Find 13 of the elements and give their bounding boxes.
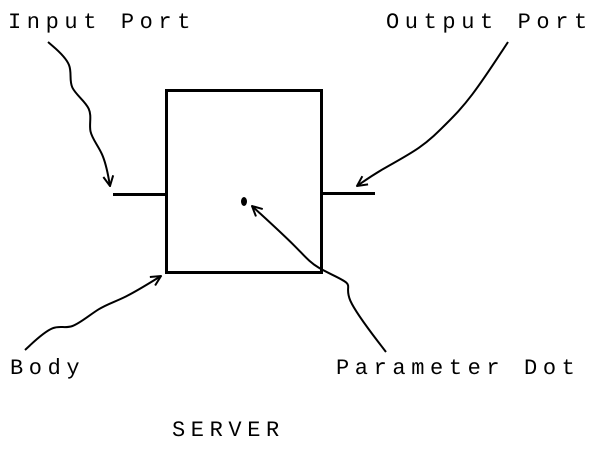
label-text: Body <box>10 356 86 381</box>
body-square <box>165 89 323 274</box>
parameter-dot <box>241 197 247 206</box>
label-text: Output Port <box>386 10 593 35</box>
caption: SERVER <box>172 418 285 444</box>
port-line <box>323 192 375 195</box>
leader-line <box>251 205 387 353</box>
leader-line <box>47 41 114 187</box>
leader-line <box>24 275 162 351</box>
port-line <box>113 193 165 196</box>
label-text: Input Port <box>8 10 196 35</box>
label-text: Parameter Dot <box>336 356 580 381</box>
leader-line <box>356 41 509 187</box>
